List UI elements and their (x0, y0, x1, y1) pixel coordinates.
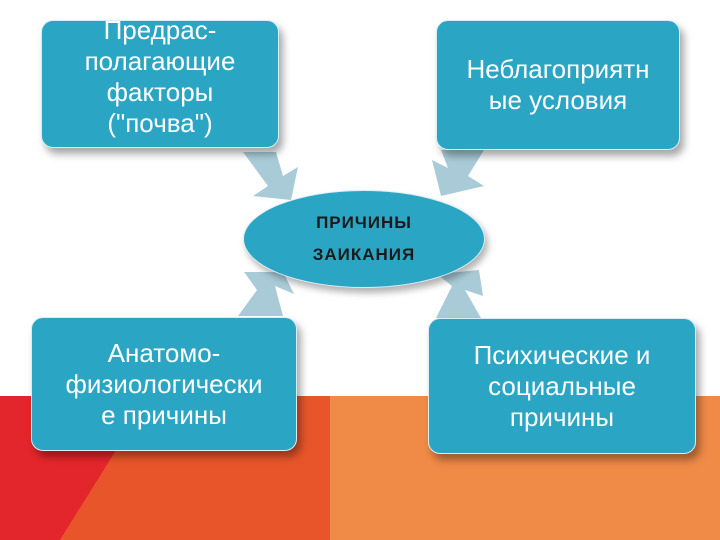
arrow-bottom-left (238, 272, 294, 316)
box-mental-social-causes: Психические и социальные причины (428, 318, 696, 454)
box-unfavorable-conditions: Неблагоприятн ые условия (436, 20, 680, 150)
arrow-bottom-right (436, 270, 483, 318)
box-anatomical-physiological-causes-label: Анатомо- физиологически е причины (65, 337, 263, 430)
box-predisposing-factors-label: Предрас- полагающие факторы ("почва") (84, 20, 236, 138)
arrow-top-left (243, 152, 298, 200)
center-label-line1: ПРИЧИНЫ (316, 213, 412, 232)
box-unfavorable-conditions-label: Неблагоприятн ые условия (466, 54, 650, 115)
arrow-top-right (432, 150, 484, 196)
box-predisposing-factors: Предрас- полагающие факторы ("почва") (41, 20, 279, 148)
box-mental-social-causes-label: Психические и социальные причины (473, 339, 651, 432)
box-anatomical-physiological-causes: Анатомо- физиологически е причины (31, 317, 297, 451)
center-label-line2: ЗАИКАНИЯ (312, 245, 416, 264)
center-ellipse-stuttering-causes: ПРИЧИНЫ ЗАИКАНИЯ (243, 190, 485, 288)
